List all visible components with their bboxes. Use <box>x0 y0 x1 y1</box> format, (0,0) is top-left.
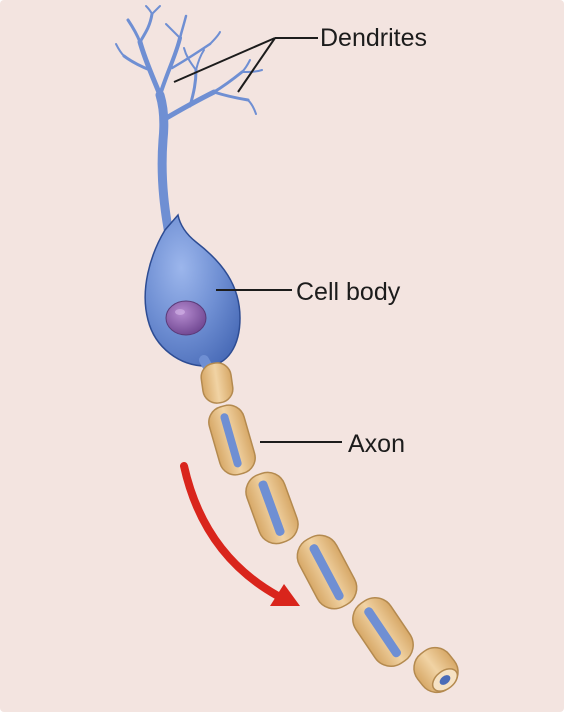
signal-direction-arrow <box>180 462 300 606</box>
cell-body-label: Cell body <box>296 278 401 306</box>
axon-label: Axon <box>348 430 405 458</box>
dendrites <box>115 5 263 255</box>
cell-body <box>144 213 241 367</box>
axon <box>200 362 459 694</box>
leader-lines <box>173 37 342 443</box>
nucleus <box>165 300 207 336</box>
dendrites-label: Dendrites <box>320 24 427 52</box>
